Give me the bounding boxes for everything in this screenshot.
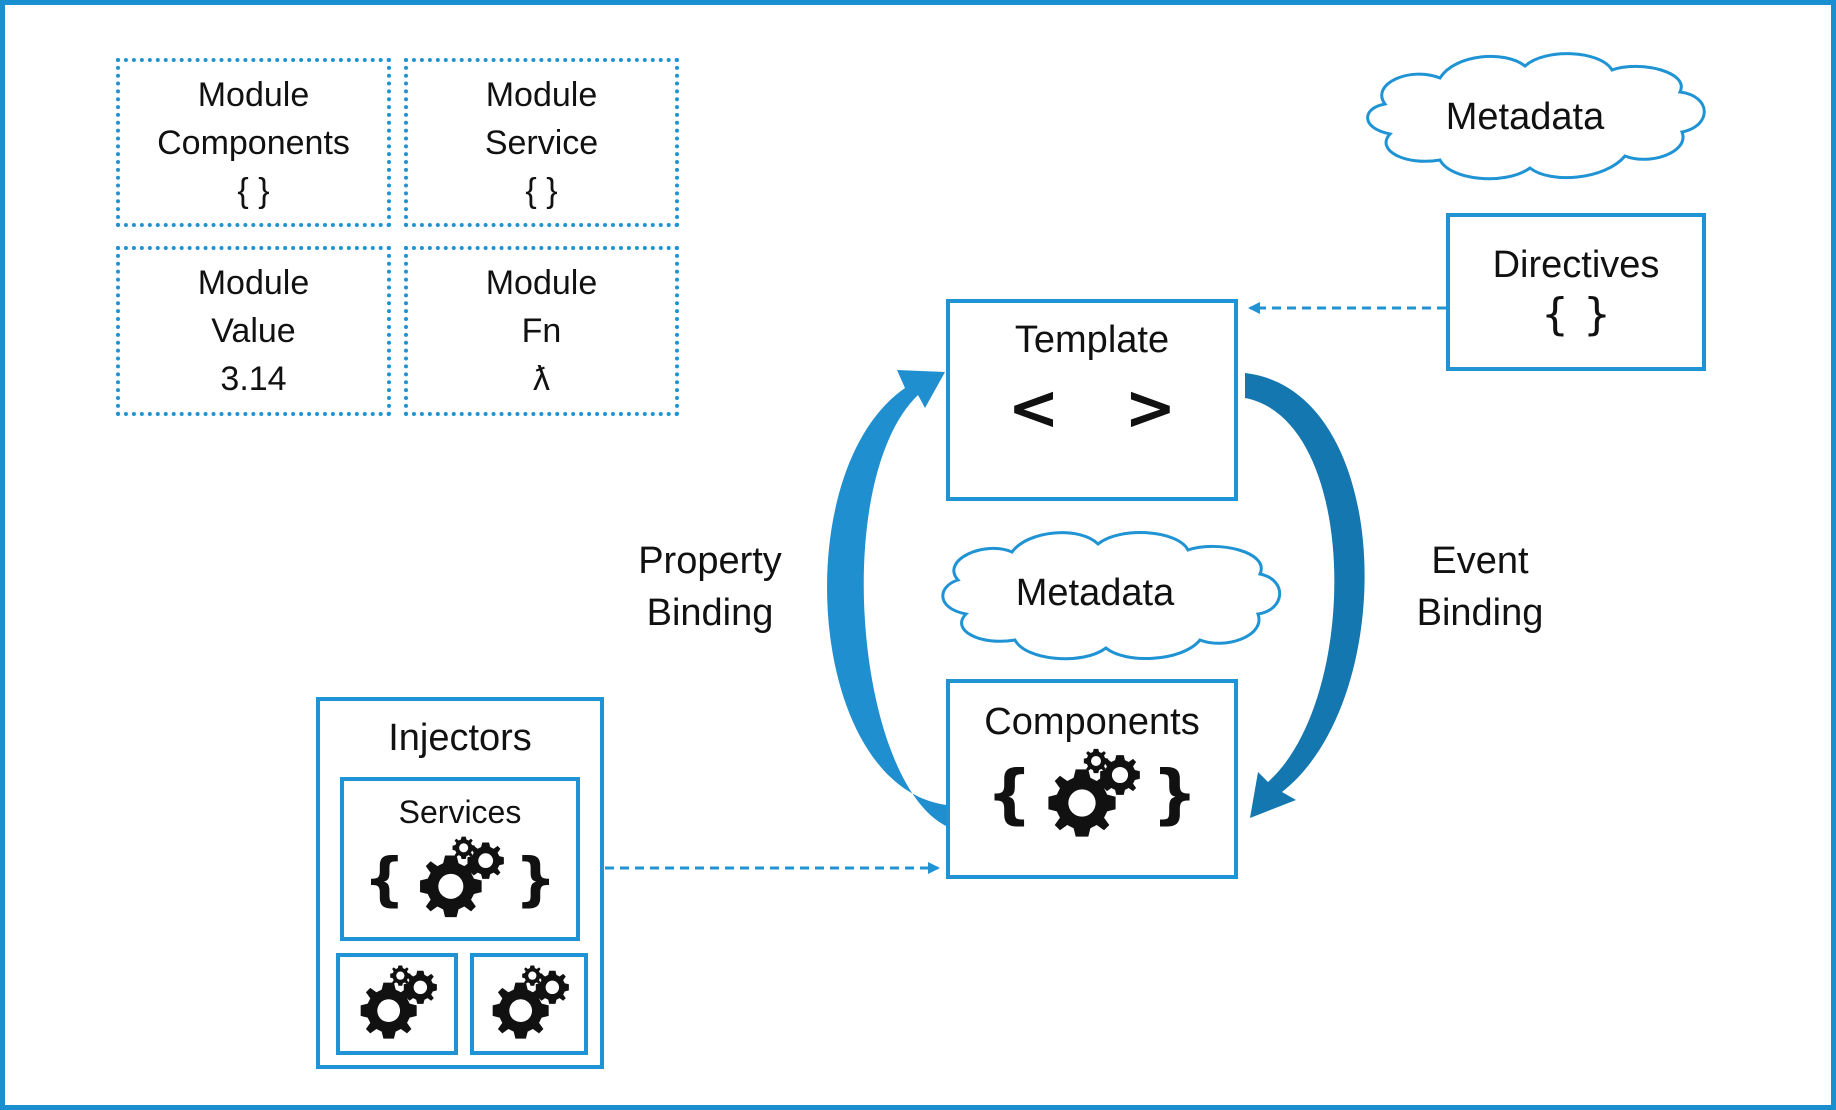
- injector-slot-box: [470, 953, 588, 1055]
- module-label: Module: [197, 75, 310, 114]
- services-box: Services { }: [340, 777, 580, 941]
- braces-symbol: { }: [1541, 289, 1611, 340]
- event-binding-label: Event Binding: [1380, 535, 1580, 639]
- module-value: 3.14: [220, 360, 287, 398]
- event-binding-arrow: [1245, 373, 1365, 818]
- property-binding-line2: Binding: [646, 592, 774, 634]
- metadata-label-center: Metadata: [1015, 572, 1175, 614]
- angle-brackets-symbol: < >: [1007, 371, 1177, 444]
- module-service-box: Module Service { }: [404, 58, 679, 227]
- module-label: Module: [485, 264, 598, 302]
- module-value-box: Module Value 3.14: [116, 246, 391, 416]
- gears-icon: [492, 965, 569, 1039]
- module-symbol: { }: [525, 171, 558, 210]
- template-box: Template < >: [946, 299, 1238, 501]
- event-binding-line1: Event: [1431, 540, 1529, 582]
- services-title: Services: [398, 794, 522, 830]
- brace-close: }: [1152, 758, 1198, 832]
- property-binding-arrow: [827, 370, 946, 826]
- gears-icon: [1048, 748, 1140, 837]
- gears-icon: [420, 836, 504, 918]
- components-box: Components { }: [946, 679, 1238, 879]
- lambda-symbol: ƛ: [533, 360, 550, 398]
- template-title: Template: [1014, 319, 1170, 361]
- gears-icon: [360, 965, 437, 1039]
- property-binding-label: Property Binding: [610, 535, 810, 639]
- module-name: Fn: [521, 312, 562, 350]
- module-name: Service: [484, 123, 599, 162]
- injectors-title: Injectors: [388, 717, 532, 759]
- metadata-cloud-top: [1366, 52, 1706, 181]
- directives-box: Directives { }: [1446, 213, 1706, 371]
- injectors-box: Injectors Services { }: [316, 697, 604, 1069]
- module-components-box: Module Components { }: [116, 58, 391, 227]
- module-name: Value: [211, 312, 296, 350]
- module-label: Module: [197, 264, 310, 302]
- directives-title: Directives: [1492, 244, 1660, 286]
- event-binding-line2: Binding: [1416, 592, 1544, 634]
- components-title: Components: [984, 701, 1200, 743]
- metadata-cloud-center: [941, 531, 1282, 661]
- brace-open: {: [986, 758, 1032, 832]
- brace-close: }: [515, 845, 557, 913]
- metadata-label-top: Metadata: [1445, 96, 1605, 138]
- module-fn-box: Module Fn ƛ: [404, 246, 679, 416]
- module-label: Module: [485, 75, 598, 114]
- injector-slot-box: [336, 953, 458, 1055]
- brace-open: {: [363, 845, 405, 913]
- module-name: Components: [157, 123, 350, 162]
- module-symbol: { }: [237, 171, 270, 210]
- property-binding-line1: Property: [638, 540, 782, 582]
